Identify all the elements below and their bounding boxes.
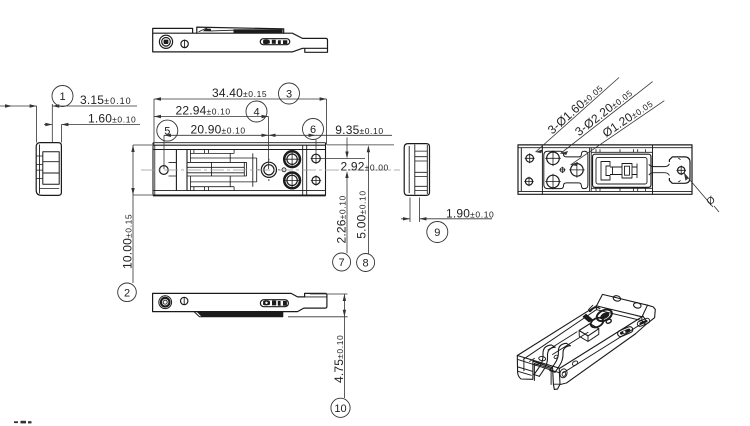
svg-text:1.90±0.10: 1.90±0.10 [446,207,494,221]
svg-text:3: 3 [286,89,292,101]
svg-text:1.60±0.10: 1.60±0.10 [88,112,136,126]
svg-text:10.00±0.15: 10.00±0.15 [121,214,135,269]
svg-text:5.00±0.10: 5.00±0.10 [355,190,369,238]
svg-text:4.75±0.10: 4.75±0.10 [332,335,346,383]
svg-text:22.94±0.10: 22.94±0.10 [176,104,231,118]
svg-text:34.40±0.15: 34.40±0.15 [212,86,267,100]
svg-text:2.26±0.10: 2.26±0.10 [335,195,349,243]
svg-text:8: 8 [363,258,369,270]
svg-text:9.35±0.10: 9.35±0.10 [335,123,383,137]
svg-text:5: 5 [164,126,170,138]
svg-text:6: 6 [310,124,316,136]
svg-text:4: 4 [253,107,259,119]
svg-text:3.15±0.10: 3.15±0.10 [80,93,132,107]
svg-text:10: 10 [334,403,346,415]
svg-text:9: 9 [434,227,440,239]
svg-text:7: 7 [339,257,345,269]
svg-text:20.90±0.10: 20.90±0.10 [191,123,246,137]
svg-text:2: 2 [124,287,130,299]
svg-text:2.92±0.00: 2.92±0.00 [341,160,389,174]
svg-text:1: 1 [59,91,65,103]
